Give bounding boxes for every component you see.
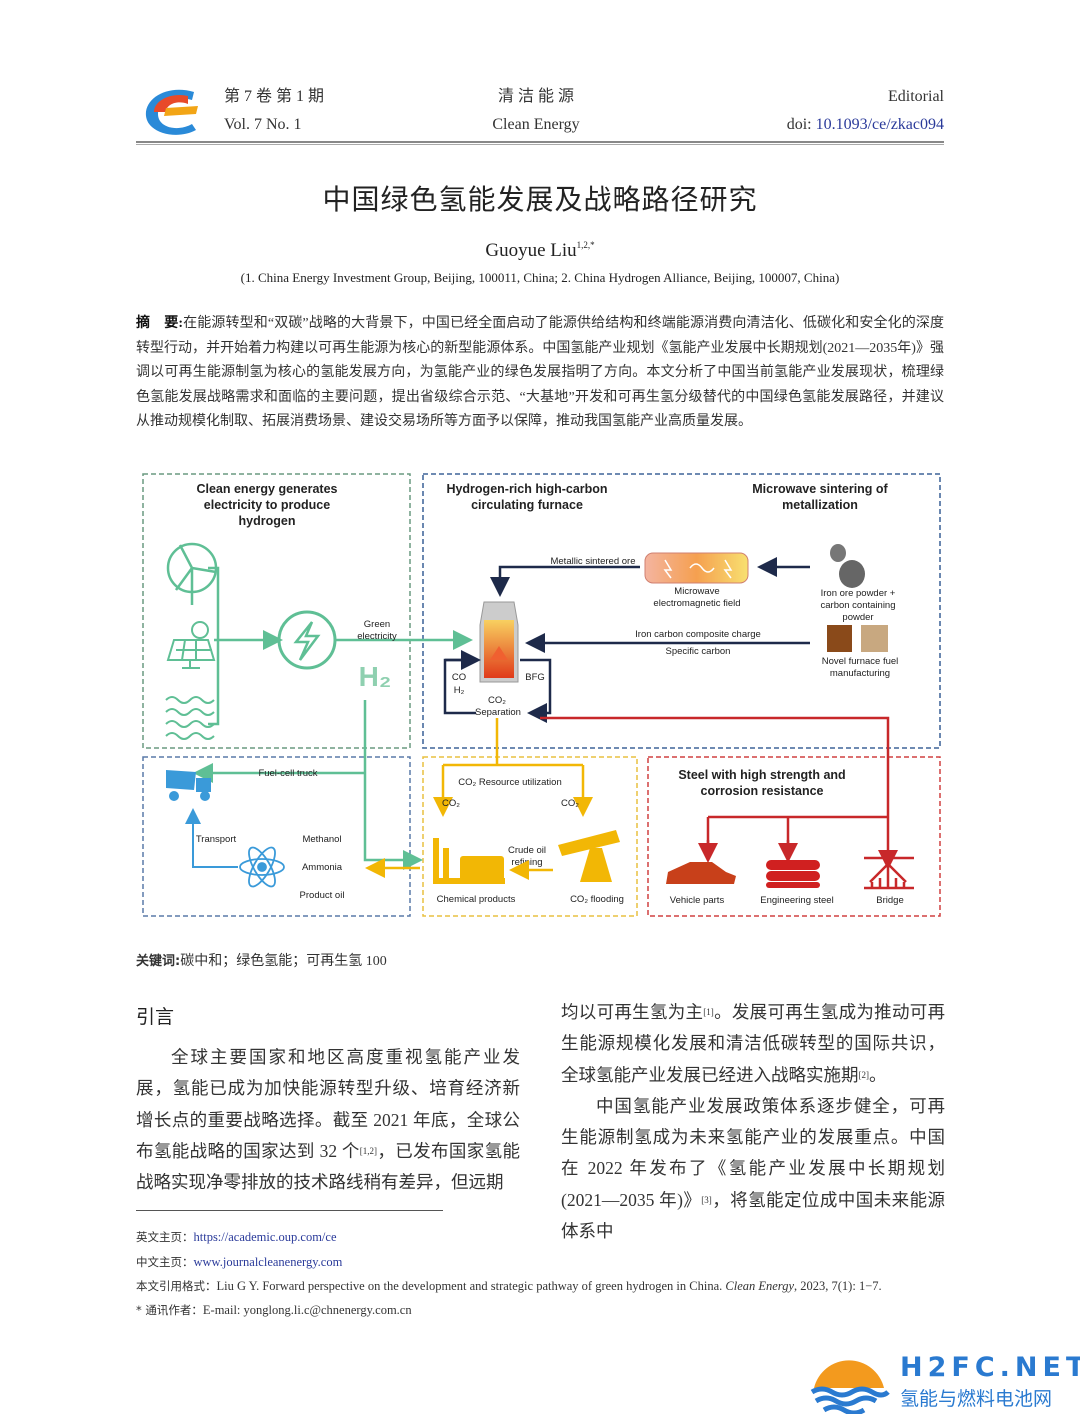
- iron-ore-label-1: Iron ore powder +: [821, 588, 896, 599]
- co2-resource-label: CO₂ Resource utilization: [458, 777, 561, 788]
- h2fc-logo-icon: [810, 1360, 890, 1414]
- strategy-diagram: Clean energy generates electricity to pr…: [142, 473, 941, 917]
- h2-small-label: H₂: [454, 685, 465, 696]
- separation-label: Separation: [475, 707, 521, 718]
- metallic-sintered-ore-label: Metallic sintered ore: [550, 556, 635, 567]
- co-label: CO: [452, 672, 466, 683]
- ammonia-label: Ammonia: [302, 862, 343, 873]
- header-rule: [136, 141, 944, 145]
- intro-heading: 引言: [136, 1006, 175, 1028]
- footnote-corresponding: * 通讯作者：E-mail: yonglong.li.c@chnenergy.c…: [136, 1303, 412, 1317]
- novel-fuel-label-2: manufacturing: [830, 668, 890, 679]
- fuel-sample-icon: [827, 625, 852, 652]
- bfg-label: BFG: [525, 672, 545, 683]
- watermark-subtitle: 氢能与燃料电池网: [900, 1388, 1053, 1410]
- co2-flooding-label: CO₂ flooding: [570, 894, 624, 905]
- iron-ore-label-3: powder: [842, 612, 873, 623]
- novel-fuel-label-1: Novel furnace fuel: [822, 656, 899, 667]
- footnote-citation: 本文引用格式：Liu G Y. Forward perspective on t…: [136, 1279, 882, 1293]
- co2-label: CO₂: [488, 695, 506, 706]
- watermark-name: H2FC.NET: [900, 1352, 1080, 1383]
- article-title: 中国绿色氢能发展及战略路径研究: [322, 183, 758, 216]
- solar-panel-icon: [166, 621, 216, 669]
- affiliation: (1. China Energy Investment Group, Beiji…: [240, 270, 840, 285]
- journal-name-cn: 清 洁 能 源: [497, 88, 574, 105]
- product-oil-label: Product oil: [300, 890, 345, 901]
- electrolyzer-icon: [277, 610, 337, 670]
- keywords: 关键词:碳中和；绿色氢能；可再生氢 100: [136, 954, 387, 969]
- steel-title-2: corrosion resistance: [701, 784, 824, 798]
- footnote-en-homepage: 英文主页：https://academic.oup.com/ce: [136, 1230, 337, 1244]
- crude-oil-label-1: Crude oil: [508, 845, 546, 856]
- author: Guoyue Liu1,2,*: [485, 240, 595, 261]
- cn-homepage-link[interactable]: www.journalcleanenergy.com: [193, 1255, 343, 1269]
- microwave-title-1: Microwave sintering of: [752, 482, 888, 496]
- iron-ore-label-2: carbon containing: [821, 600, 896, 611]
- intro-left-column: 全球主要国家和地区高度重视氢能产业发展，氢能已成为加快能源转型升级、培育经济新增…: [136, 1047, 521, 1193]
- abstract: 摘 要:在能源转型和“双碳”战略的大背景下，中国已经全面启动了能源供给结构和终端…: [136, 316, 944, 429]
- microwave-tube-icon: [644, 552, 749, 584]
- green-title-1: Clean energy generates: [196, 482, 337, 496]
- iron-ore-icon: [830, 544, 865, 588]
- volume-cn: 第 7 卷 第 1 期: [224, 88, 325, 105]
- article-type: Editorial: [888, 88, 944, 105]
- specific-carbon-label: Specific carbon: [666, 646, 731, 657]
- box-co2: [422, 756, 638, 917]
- co2-left-label: CO₂: [442, 798, 460, 809]
- microwave-label-2: electromagnetic field: [653, 598, 740, 609]
- steel-pipes-icon: [766, 860, 820, 888]
- green-title-2: electricity to produce: [204, 498, 330, 512]
- co2-right-label: CO₂: [561, 798, 579, 809]
- doi: doi: 10.1093/ce/zkac094: [786, 116, 944, 133]
- truck-icon: [166, 770, 211, 801]
- wave-energy-icon: [165, 696, 215, 740]
- footnote-cn-homepage: 中文主页：www.journalcleanenergy.com: [136, 1255, 343, 1269]
- en-homepage-link[interactable]: https://academic.oup.com/ce: [193, 1230, 337, 1244]
- doi-link[interactable]: 10.1093/ce/zkac094: [815, 116, 944, 133]
- h2-label: H₂: [359, 661, 392, 692]
- microwave-title-2: metallization: [782, 498, 858, 512]
- wind-turbine-icon: [166, 542, 218, 605]
- volume-en: Vol. 7 No. 1: [224, 116, 302, 133]
- vehicle-parts-label: Vehicle parts: [670, 895, 725, 906]
- intro-right-column: 均以可再生氢为主[1]。发展可再生氢成为推动可再生能源规模化发展和清洁低碳转型的…: [561, 1002, 946, 1242]
- green-electricity-label-2: electricity: [357, 631, 397, 642]
- journal-logo: [138, 84, 202, 140]
- bridge-icon: [864, 856, 914, 890]
- green-title-3: hydrogen: [239, 514, 296, 528]
- composite-charge-label: Iron carbon composite charge: [635, 629, 761, 640]
- engineering-steel-label: Engineering steel: [760, 895, 833, 906]
- transport-label: Transport: [196, 834, 237, 845]
- atom-icon: [239, 846, 285, 888]
- furnace-icon: [479, 601, 519, 683]
- bridge-label: Bridge: [876, 895, 903, 906]
- journal-name-en: Clean Energy: [492, 116, 580, 133]
- oil-pump-icon: [558, 830, 620, 882]
- footnote-rule: [136, 1210, 443, 1211]
- methanol-label: Methanol: [302, 834, 341, 845]
- fuel-cell-truck-label: Fuel-cell truck: [258, 768, 317, 779]
- box-furnace: [422, 473, 941, 749]
- box-steel: [647, 756, 941, 917]
- green-electricity-label-1: Green: [364, 619, 390, 630]
- box-clean-energy: [142, 473, 411, 749]
- fuel-sample-icon: [861, 625, 888, 652]
- furnace-title-1: Hydrogen-rich high-carbon: [446, 482, 607, 496]
- crude-oil-label-2: refining: [511, 857, 542, 868]
- chemical-products-label: Chemical products: [437, 894, 516, 905]
- car-icon: [666, 862, 736, 884]
- box-transport: [142, 756, 411, 917]
- chemical-plant-icon: [433, 838, 505, 884]
- steel-title-1: Steel with high strength and: [678, 768, 845, 782]
- microwave-label-1: Microwave: [674, 586, 719, 597]
- furnace-title-2: circulating furnace: [471, 498, 583, 512]
